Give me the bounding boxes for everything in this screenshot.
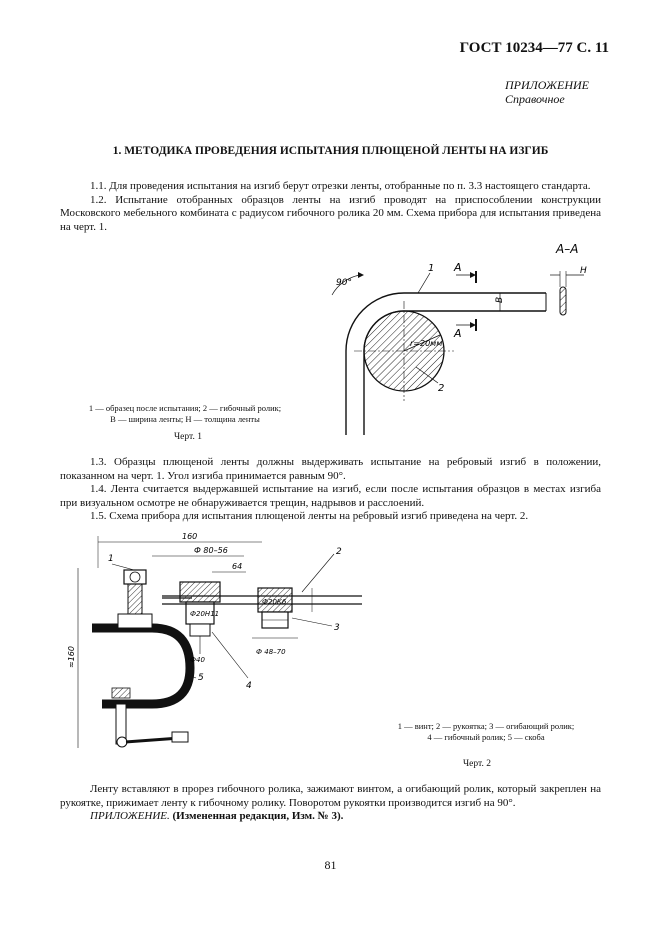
bending-roller-body	[179, 581, 221, 603]
section-title: 1. МЕТОДИКА ПРОВЕДЕНИЯ ИСПЫТАНИЯ ПЛЮЩЕНО…	[112, 145, 549, 157]
paragraph-1-5: 1.5. Схема прибора для испытания плющено…	[90, 510, 529, 522]
amendment-label: ПРИЛОЖЕНИЕ.	[90, 810, 170, 822]
page-number: 81	[324, 858, 337, 872]
dim-80-56: Ф 80–56	[194, 546, 228, 555]
strip-inner-edge	[363, 310, 546, 435]
paragraph-1-1: 1.1. Для проведения испытания на изгиб б…	[90, 180, 591, 192]
width-letter: B	[495, 297, 505, 303]
dim-20h11: Ф20Н11	[190, 610, 219, 618]
fig2-callout-2: 2	[336, 547, 342, 557]
dim-48-70: Ф 48–70	[256, 648, 286, 656]
radius-label: r=20мм	[410, 339, 442, 348]
paragraph-procedure: Ленту вставляют в прорез гибочного ролик…	[60, 783, 601, 824]
figure-1-caption: Черт. 1	[174, 432, 202, 442]
fig1-legend-line-1: 1 — образец после испытания; 2 — гибочны…	[88, 403, 282, 413]
figure-2-legend: 1 — винт; 2 — рукоятка; 3 — огибающий ро…	[376, 721, 596, 743]
figure-1-drawing: 90° 1 2 r=20мм А А B А–А H	[331, 242, 587, 435]
fig1-legend-line-2: B — ширина ленты; H — толщина ленты	[110, 414, 260, 424]
fig2-callout-1: 1	[108, 554, 114, 564]
amendment-text: (Измененная редакция, Изм. № 3).	[172, 810, 344, 822]
paragraph-1-4: 1.4. Лента считается выдержавшей испытан…	[60, 483, 601, 509]
fig2-callout-4: 4	[246, 681, 252, 691]
fig2-callout-5: 5	[198, 673, 204, 683]
strip-outer-edge	[345, 292, 546, 435]
section-label: А–А	[555, 242, 578, 256]
appendix-type: Справочное	[505, 92, 565, 106]
clamp-bracket	[92, 623, 195, 709]
figure-2-drawing: 160 Ф 80–56 64 ≈160 1 Ф20Н11 Ф40 2 Ф20К6…	[67, 532, 362, 748]
appendix-block: ПРИЛОЖЕНИЕ Справочное	[505, 78, 589, 106]
paragraphs-requirements: 1.3. Образцы плющеной ленты должны выдер…	[60, 456, 601, 524]
thickness-letter: H	[580, 266, 587, 276]
dim-height: ≈160	[67, 646, 76, 668]
amendment-line: ПРИЛОЖЕНИЕ. (Измененная редакция, Изм. №…	[60, 810, 601, 824]
section-arrow-top: А	[453, 261, 462, 274]
paragraph-1-3: 1.3. Образцы плющеной ленты должны выдер…	[60, 456, 601, 482]
dim-64: 64	[232, 562, 242, 571]
angle-label: 90°	[336, 278, 352, 288]
paragraph-procedure-text: Ленту вставляют в прорез гибочного ролик…	[60, 783, 601, 809]
dim-40: Ф40	[190, 656, 205, 664]
fig2-legend-line-2: 4 — гибочный ролик; 5 — скоба	[427, 732, 545, 742]
fig1-callout-2: 2	[438, 383, 444, 394]
dim-160: 160	[182, 532, 197, 541]
appendix-label: ПРИЛОЖЕНИЕ	[505, 78, 589, 92]
paragraphs-intro: 1.1. Для проведения испытания на изгиб б…	[60, 180, 601, 234]
fig1-callout-1: 1	[428, 263, 434, 274]
section-arrow-bottom: А	[453, 327, 462, 340]
fig2-legend-line-1: 1 — винт; 2 — рукоятка; 3 — огибающий ро…	[397, 721, 575, 731]
fig2-callout-3: 3	[334, 623, 340, 633]
dim-20k6: Ф20К6	[262, 598, 287, 606]
figure-2-caption: Черт. 2	[463, 759, 491, 769]
standard-header: ГОСТ 10234—77 С. 11	[459, 40, 609, 56]
strip-section	[559, 286, 567, 316]
paragraph-1-2: 1.2. Испытание отобранных образцов ленты…	[60, 193, 601, 233]
figure-1-legend: 1 — образец после испытания; 2 — гибочны…	[60, 403, 310, 425]
